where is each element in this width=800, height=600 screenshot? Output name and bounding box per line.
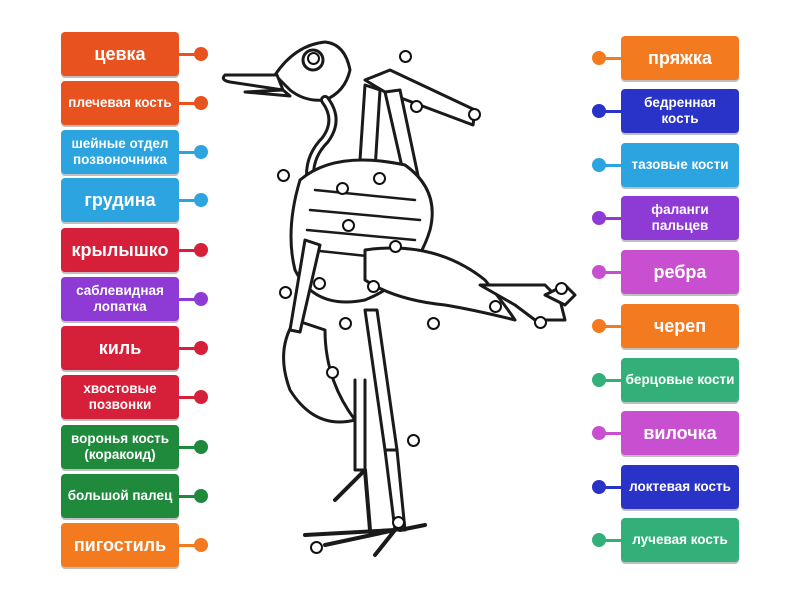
left-label-6[interactable]: саблевидная лопатка <box>61 277 179 321</box>
right-label-handle[interactable] <box>592 426 606 440</box>
drop-target-circle[interactable] <box>389 240 402 253</box>
right-label-handle[interactable] <box>592 211 606 225</box>
right-label-connector <box>605 539 621 542</box>
left-label-handle[interactable] <box>194 440 208 454</box>
right-label-connector <box>605 110 621 113</box>
left-label-connector <box>179 544 195 547</box>
right-label-handle[interactable] <box>592 480 606 494</box>
drop-target-circle[interactable] <box>489 300 502 313</box>
left-label-4[interactable]: грудина <box>61 178 179 222</box>
right-label-10[interactable]: лучевая кость <box>621 518 739 562</box>
left-label-connector <box>179 347 195 350</box>
left-label-5[interactable]: крылышко <box>61 228 179 272</box>
right-label-handle[interactable] <box>592 533 606 547</box>
right-label-6[interactable]: череп <box>621 304 739 348</box>
left-label-9[interactable]: воронья кость (коракоид) <box>61 425 179 469</box>
right-label-connector <box>605 271 621 274</box>
right-label-connector <box>605 486 621 489</box>
drop-target-circle[interactable] <box>534 316 547 329</box>
right-label-8[interactable]: вилочка <box>621 411 739 455</box>
drop-target-circle[interactable] <box>336 182 349 195</box>
left-label-3[interactable]: шейные отдел позвоночника <box>61 130 179 174</box>
left-label-8[interactable]: хвостовые позвонки <box>61 375 179 419</box>
drop-target-circle[interactable] <box>468 108 481 121</box>
left-label-handle[interactable] <box>194 96 208 110</box>
right-label-7[interactable]: берцовые кости <box>621 358 739 402</box>
drop-target-circle[interactable] <box>410 100 423 113</box>
drop-target-circle[interactable] <box>326 366 339 379</box>
left-label-connector <box>179 495 195 498</box>
right-label-handle[interactable] <box>592 265 606 279</box>
drop-target-circle[interactable] <box>313 277 326 290</box>
left-label-connector <box>179 151 195 154</box>
right-label-5[interactable]: ребра <box>621 250 739 294</box>
left-label-connector <box>179 102 195 105</box>
right-label-connector <box>605 379 621 382</box>
drop-target-circle[interactable] <box>339 317 352 330</box>
right-label-3[interactable]: тазовые кости <box>621 143 739 187</box>
left-label-2[interactable]: плечевая кость <box>61 81 179 125</box>
left-label-connector <box>179 446 195 449</box>
right-label-handle[interactable] <box>592 51 606 65</box>
right-label-handle[interactable] <box>592 373 606 387</box>
left-label-connector <box>179 199 195 202</box>
left-label-handle[interactable] <box>194 341 208 355</box>
left-label-handle[interactable] <box>194 292 208 306</box>
drop-target-circle[interactable] <box>555 282 568 295</box>
left-label-connector <box>179 396 195 399</box>
right-label-connector <box>605 325 621 328</box>
left-label-1[interactable]: цевка <box>61 32 179 76</box>
right-label-handle[interactable] <box>592 319 606 333</box>
right-label-connector <box>605 57 621 60</box>
drop-target-circle[interactable] <box>307 52 320 65</box>
bird-skeleton-illustration <box>221 40 577 557</box>
right-label-9[interactable]: локтевая кость <box>621 465 739 509</box>
right-label-handle[interactable] <box>592 104 606 118</box>
right-label-1[interactable]: пряжка <box>621 36 739 80</box>
left-label-handle[interactable] <box>194 489 208 503</box>
left-label-handle[interactable] <box>194 145 208 159</box>
right-label-2[interactable]: бедренная кость <box>621 89 739 133</box>
right-label-connector <box>605 217 621 220</box>
right-label-handle[interactable] <box>592 158 606 172</box>
left-label-11[interactable]: пигостиль <box>61 523 179 567</box>
left-label-handle[interactable] <box>194 390 208 404</box>
drop-target-circle[interactable] <box>342 219 355 232</box>
left-label-7[interactable]: киль <box>61 326 179 370</box>
drop-target-circle[interactable] <box>427 317 440 330</box>
left-label-10[interactable]: большой палец <box>61 474 179 518</box>
right-label-connector <box>605 432 621 435</box>
drop-target-circle[interactable] <box>279 286 292 299</box>
drop-target-circle[interactable] <box>373 172 386 185</box>
drop-target-circle[interactable] <box>407 434 420 447</box>
left-label-connector <box>179 249 195 252</box>
left-label-connector <box>179 53 195 56</box>
left-label-handle[interactable] <box>194 538 208 552</box>
right-label-4[interactable]: фаланги пальцев <box>621 196 739 240</box>
drop-target-circle[interactable] <box>392 516 405 529</box>
right-label-connector <box>605 164 621 167</box>
left-label-handle[interactable] <box>194 47 208 61</box>
drop-target-circle[interactable] <box>399 50 412 63</box>
left-label-handle[interactable] <box>194 193 208 207</box>
drop-target-circle[interactable] <box>367 280 380 293</box>
drop-target-circle[interactable] <box>310 541 323 554</box>
left-label-connector <box>179 298 195 301</box>
left-label-handle[interactable] <box>194 243 208 257</box>
drop-target-circle[interactable] <box>277 169 290 182</box>
